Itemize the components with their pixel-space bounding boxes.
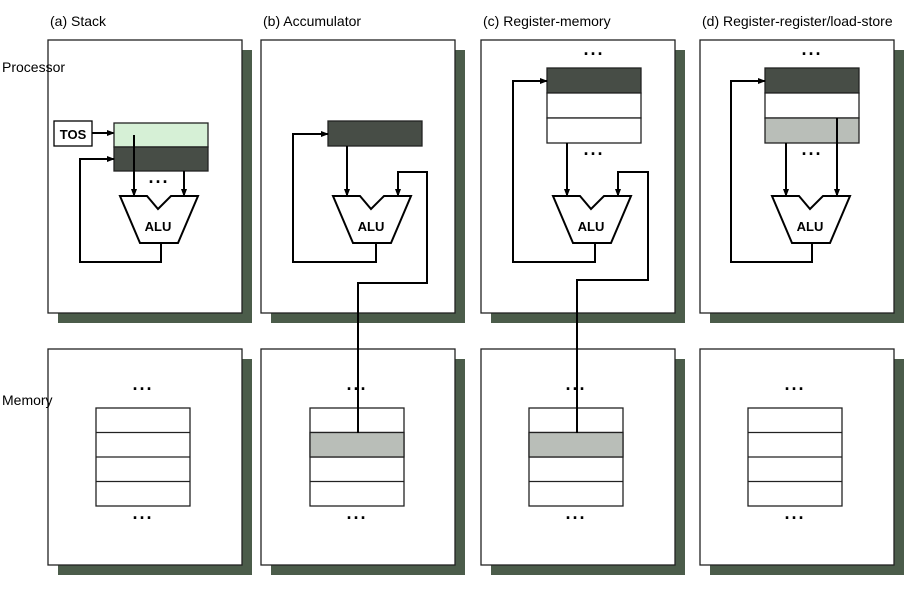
alu-label: ALU <box>578 219 605 234</box>
ellipsis: ··· <box>802 44 823 64</box>
ellipsis: ··· <box>566 379 587 399</box>
alu-label: ALU <box>145 219 172 234</box>
register <box>764 92 860 119</box>
ellipsis: ··· <box>584 44 605 64</box>
ellipsis: ··· <box>133 508 154 528</box>
processor-row-label: Processor <box>2 59 65 75</box>
register <box>546 92 642 119</box>
tos-box <box>53 120 93 147</box>
panel-title-load-store: (d) Register-register/load-store <box>702 13 893 29</box>
ellipsis: ··· <box>566 508 587 528</box>
stack-processor: TOS ··· ALU <box>53 120 209 263</box>
ellipsis: ··· <box>785 508 806 528</box>
register <box>546 117 642 144</box>
accumulator-register <box>327 120 423 147</box>
ellipsis: ··· <box>785 379 806 399</box>
panel-title-stack: (a) Stack <box>50 13 107 29</box>
memory-row-label: Memory <box>2 392 53 408</box>
memory-operand-cell <box>309 431 405 458</box>
register <box>764 117 860 144</box>
panel-title-register-memory: (c) Register-memory <box>483 13 611 29</box>
ellipsis: ··· <box>347 508 368 528</box>
load-store-memory: ··· ··· <box>747 379 843 528</box>
alu-label: ALU <box>797 219 824 234</box>
register <box>546 67 642 94</box>
accumulator-processor: ALU <box>292 120 428 433</box>
ellipsis: ··· <box>802 144 823 164</box>
register-memory-processor: ··· ··· ALU <box>512 44 649 433</box>
memory-cells <box>747 407 843 507</box>
stack-register <box>113 146 209 172</box>
register-memory-memory: ··· ··· <box>528 379 624 528</box>
load-store-processor: ··· ··· ALU <box>730 44 860 263</box>
memory-operand-cell <box>528 431 624 458</box>
stack-memory: ··· ··· <box>95 379 191 528</box>
ellipsis: ··· <box>584 144 605 164</box>
panel-title-accumulator: (b) Accumulator <box>263 13 361 29</box>
tos-label: TOS <box>60 127 87 142</box>
register <box>764 67 860 94</box>
ellipsis: ··· <box>347 379 368 399</box>
ellipsis: ··· <box>149 172 170 192</box>
accumulator-memory: ··· ··· <box>309 379 405 528</box>
tos-register <box>113 122 209 148</box>
memory-cells <box>95 407 191 507</box>
alu-label: ALU <box>358 219 385 234</box>
ellipsis: ··· <box>133 379 154 399</box>
